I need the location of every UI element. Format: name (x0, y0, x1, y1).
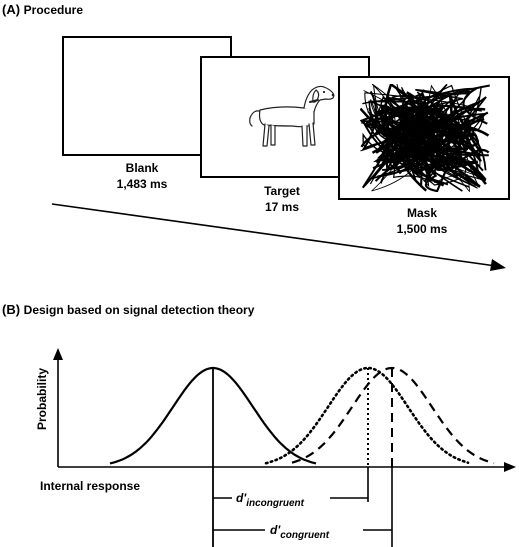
target-label: Target (264, 184, 300, 198)
blank-label: Blank (125, 161, 159, 175)
d-incongruent-sub: incongruent (246, 498, 304, 509)
blank-duration: 1,483 ms (116, 177, 168, 191)
mask-scribble (377, 128, 467, 186)
blank-caption: Blank 1,483 ms (92, 160, 192, 192)
time-arrow-line (51, 203, 497, 267)
panel-a-label: (A) (2, 2, 21, 17)
time-arrow-head (490, 259, 506, 271)
x-axis-arrow (504, 462, 516, 472)
mask-duration: 1,500 ms (396, 222, 448, 236)
mask-frame (338, 76, 510, 200)
mask-label: Mask (406, 206, 438, 220)
mask-scribble (360, 87, 488, 129)
panel-b-label: (B) (2, 302, 21, 317)
mask-noise-image (360, 84, 490, 192)
mask-caption: Mask 1,500 ms (372, 205, 472, 237)
target-caption: Target 17 ms (232, 183, 332, 215)
x-axis-label: Internal response (40, 479, 140, 493)
d-incongruent-main: d' (236, 491, 247, 505)
d-incongruent-label: d'incongruent (236, 491, 305, 509)
y-axis-arrow (53, 348, 63, 360)
dog-image (249, 85, 335, 147)
panel-a-title: (A) Procedure (2, 2, 83, 17)
d-congruent-label: d'congruent (270, 523, 330, 541)
mask-scribble (407, 104, 483, 192)
d-congruent-main: d' (270, 523, 281, 537)
y-axis-label: Probability (35, 368, 49, 430)
panel-a-heading: Procedure (23, 3, 84, 17)
mask-scribble (360, 122, 458, 166)
panel-b-heading: Design based on signal detection theory (23, 303, 255, 317)
panel-b-title: (B) Design based on signal detection the… (2, 302, 254, 317)
mask-scribble (373, 85, 481, 188)
mask-scribble (382, 104, 490, 152)
target-duration: 17 ms (264, 200, 300, 214)
d-congruent-sub: congruent (280, 530, 330, 541)
